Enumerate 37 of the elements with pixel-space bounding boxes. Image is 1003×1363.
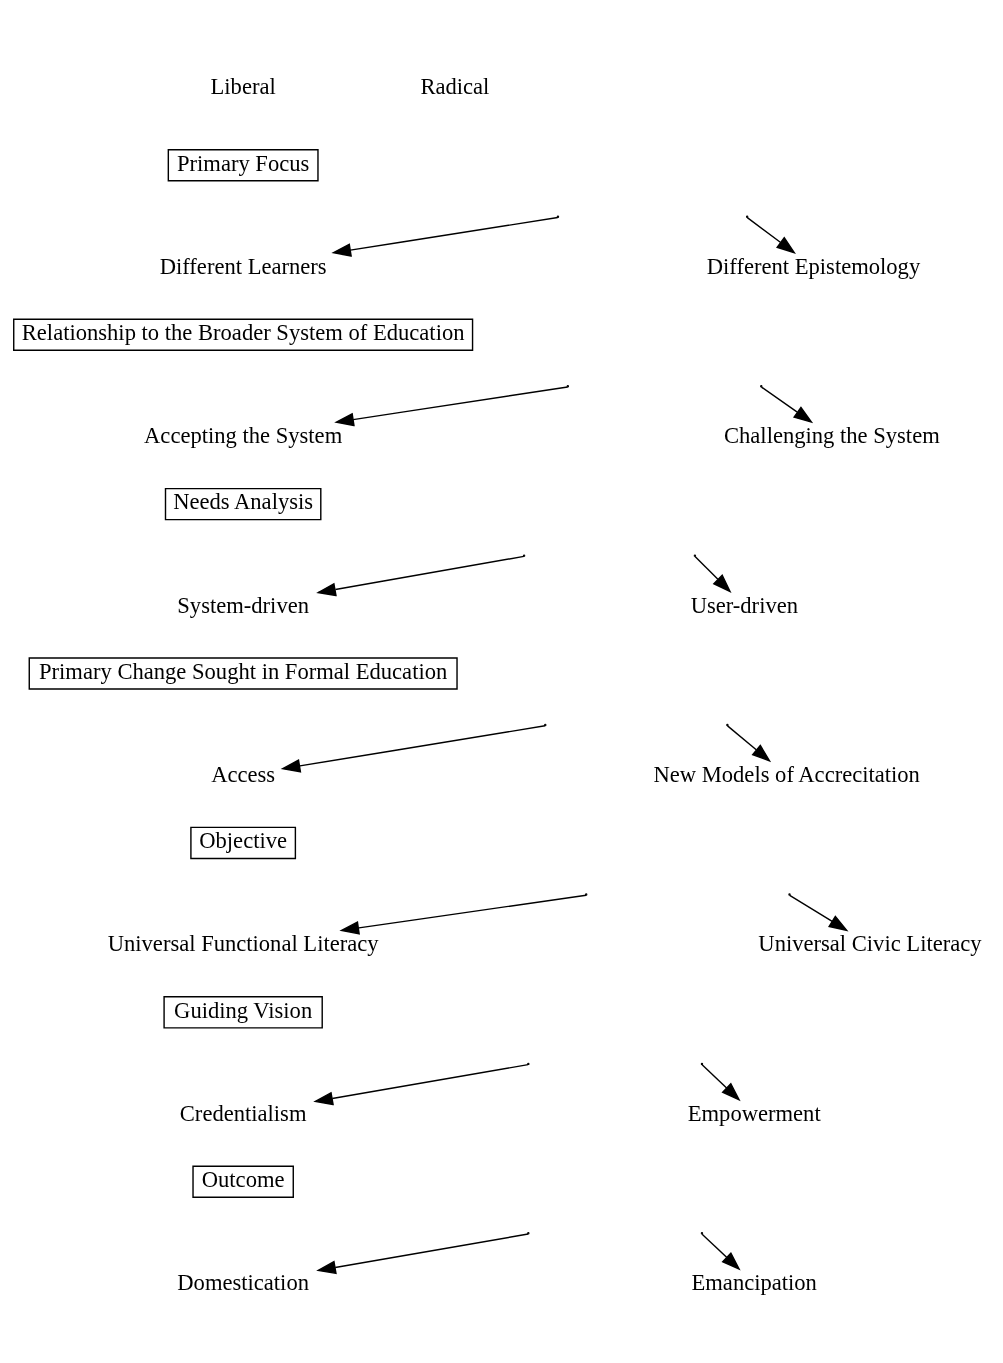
node-text: Accepting the System <box>144 422 343 448</box>
label: Liberal <box>210 73 276 99</box>
node-box: Relationship to the Broader System of Education <box>13 317 474 351</box>
arrow <box>316 555 525 596</box>
node-text: User-driven <box>690 592 799 618</box>
arrow <box>760 385 814 423</box>
node-text: Empowerment <box>687 1100 821 1126</box>
arrow <box>280 724 546 773</box>
node-text: Different Learners <box>159 253 327 279</box>
arrow <box>334 385 569 426</box>
arrow <box>331 216 559 257</box>
label: Radical <box>420 73 490 99</box>
arrow <box>701 1232 741 1271</box>
node-text: Challenging the System <box>723 422 940 448</box>
arrow <box>701 1063 741 1101</box>
node-text: System-driven <box>177 592 309 618</box>
node-text: Universal Civic Literacy <box>758 930 982 956</box>
node-box: Needs Analysis <box>164 487 322 520</box>
arrow <box>789 894 849 931</box>
node-text: Domestication <box>177 1269 309 1295</box>
arrow <box>694 555 732 593</box>
arrow <box>316 1232 529 1274</box>
node-box: Objective <box>190 826 297 859</box>
arrow <box>339 894 587 935</box>
node-text: Credentialism <box>179 1100 307 1126</box>
node-box: Outcome <box>192 1165 294 1198</box>
node-text: Emancipation <box>691 1269 817 1295</box>
node-text: Different Epistemology <box>706 253 921 279</box>
node-box: Guiding Vision <box>163 995 323 1029</box>
arrow <box>726 724 772 762</box>
node-text: Access <box>211 761 276 787</box>
node-text: New Models of Accrecitation <box>653 761 920 787</box>
node-text: Universal Functional Literacy <box>107 930 379 956</box>
arrow <box>746 216 796 254</box>
node-box: Primary Focus <box>167 148 319 182</box>
node-box: Primary Change Sought in Formal Education <box>28 656 458 690</box>
arrow <box>313 1063 529 1105</box>
